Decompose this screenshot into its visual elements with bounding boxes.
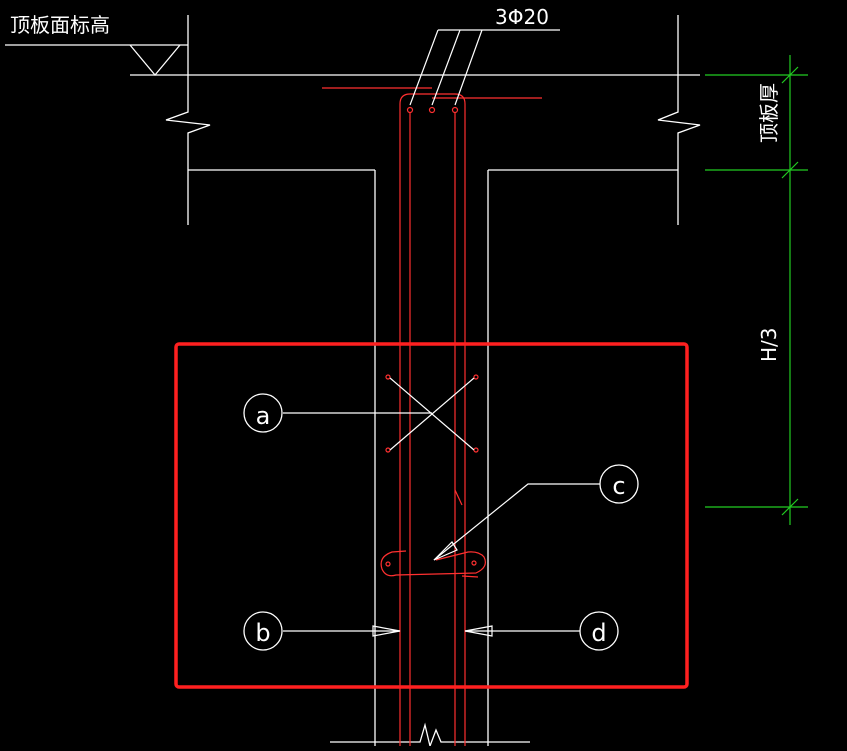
callout-c-label: c xyxy=(612,472,625,500)
slab-right-break xyxy=(657,15,701,225)
tie-dot-left xyxy=(385,561,391,567)
callout-b-label: b xyxy=(255,619,270,647)
callout-a: a xyxy=(243,393,283,433)
dim-tick-bottom xyxy=(781,498,799,516)
stirrup-outer xyxy=(399,93,466,746)
arrow-c xyxy=(433,541,458,561)
callout-b-circle xyxy=(243,611,283,651)
rebar-dot-2 xyxy=(428,106,436,114)
callout-d: d xyxy=(579,611,619,651)
arrow-b xyxy=(372,625,401,637)
rebar-tick xyxy=(454,489,463,506)
rebar-dot-3 xyxy=(451,106,459,114)
callout-a-circle xyxy=(243,393,283,433)
x-dot-br xyxy=(473,447,479,453)
callout-c: c xyxy=(599,464,639,504)
elevation-triangle xyxy=(129,44,181,77)
slab-top-elevation-label: 顶板面标高 xyxy=(10,13,110,37)
highlight-box xyxy=(174,342,689,689)
leader-rebar-2 xyxy=(431,29,461,106)
tie-end xyxy=(461,575,479,578)
annotation-leaders xyxy=(283,29,600,637)
callout-d-label: d xyxy=(591,619,606,647)
leader-c xyxy=(433,483,600,561)
slab-thickness-label: 顶板厚 xyxy=(757,83,781,143)
rebar-dot-1 xyxy=(406,106,414,114)
x-dot-tr xyxy=(473,374,479,380)
dimension-group xyxy=(705,55,808,525)
tie-rebar xyxy=(380,550,486,577)
callout-c-circle xyxy=(599,464,639,504)
dim-tick-mid xyxy=(781,161,799,179)
third-height-label: H/3 xyxy=(757,327,781,362)
rebar-group xyxy=(322,87,542,746)
callout-a-label: a xyxy=(256,402,271,430)
x-dot-tl xyxy=(385,374,391,380)
slab-outline xyxy=(5,15,701,749)
leader-rebar-1 xyxy=(409,29,439,106)
x-dot-bl xyxy=(385,447,391,453)
leader-rebar-3 xyxy=(454,29,483,106)
callout-d-circle xyxy=(579,611,619,651)
callout-b: b xyxy=(243,611,283,651)
arrow-d xyxy=(464,625,493,637)
dim-tick-top xyxy=(781,66,799,84)
wall-bottom-break xyxy=(330,722,530,749)
tie-dot-right xyxy=(471,560,477,566)
rebar-spec-label: 3Φ20 xyxy=(495,5,549,29)
x-cross-line-2 xyxy=(389,377,475,451)
slab-left-break xyxy=(165,15,211,225)
